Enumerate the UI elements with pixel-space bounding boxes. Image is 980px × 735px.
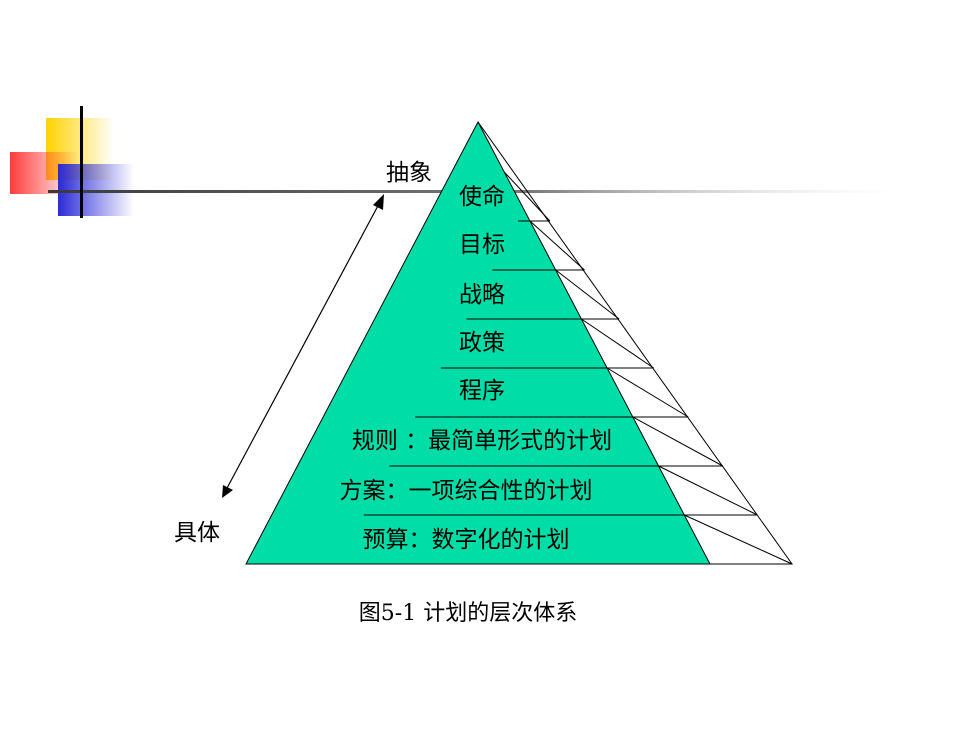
- layer-label-policy: 政策: [459, 330, 505, 356]
- label-concrete: 具体: [174, 520, 220, 546]
- shadow-hatch-line: [503, 171, 551, 222]
- layer-label-procedure: 程序: [459, 378, 505, 404]
- shadow-hatch-line: [632, 416, 724, 467]
- layer-label-programs: 方案：一项综合性的计划: [340, 478, 593, 504]
- label-abstract: 抽象: [386, 160, 432, 186]
- layer-labels: 使命 目标 战略 政策 程序 规则 ：最简单形式的计划 方案：一项综合性的计划 …: [340, 184, 613, 553]
- abstraction-arrow-shaft: [225, 201, 381, 491]
- layer-dividers: [363, 220, 691, 516]
- arrow-head-down: [222, 485, 233, 498]
- shadow-hatch-line: [555, 269, 620, 320]
- abstraction-arrow: [222, 194, 384, 498]
- layer-label-mission: 使命: [459, 184, 505, 210]
- shadow-hatch-line: [658, 465, 758, 516]
- layer-label-budget: 预算：数字化的计划: [363, 527, 570, 553]
- pyramid: [245, 120, 711, 565]
- deco-vertical-rule: [80, 106, 83, 218]
- shadow-hatch-line: [581, 318, 654, 369]
- figure-caption: 图5-1 计划的层次体系: [359, 601, 577, 626]
- pyramid-body: [245, 120, 711, 565]
- layer-label-rules: 规则 ：最简单形式的计划: [352, 428, 612, 454]
- shadow-hatch-line: [684, 514, 793, 565]
- shadow-hatch-line: [529, 220, 585, 271]
- layer-label-objectives: 目标: [459, 232, 505, 258]
- layer-label-strategy: 战略: [459, 282, 505, 308]
- shadow-hatch-line: [606, 367, 689, 418]
- arrow-head-up: [373, 194, 384, 210]
